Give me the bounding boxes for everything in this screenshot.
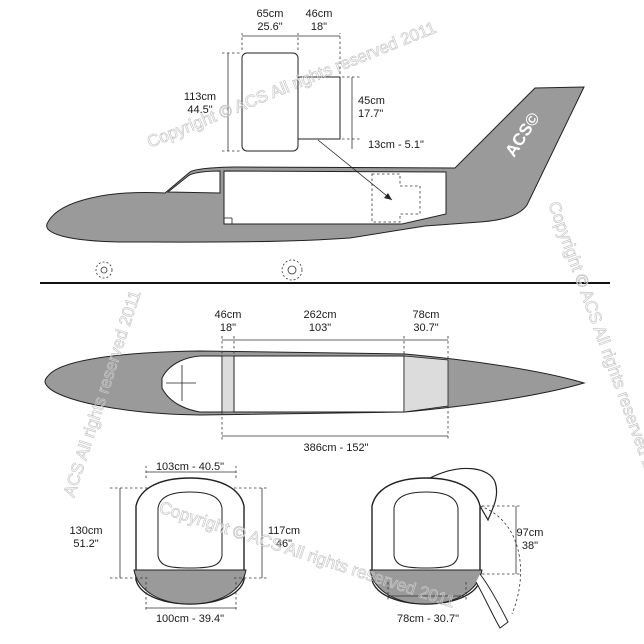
main-section-cm: 262cm — [303, 309, 336, 321]
front-outer-height-in: 51.2" — [73, 538, 98, 550]
rear-lower-door — [475, 573, 509, 629]
rear-cabin-opening — [393, 491, 459, 569]
cargo-placement-arrow — [317, 139, 393, 201]
top-cockpit-frame — [166, 365, 196, 401]
rear-upper-door — [429, 467, 498, 522]
front-top-width: 103cm - 40.5" — [156, 461, 224, 473]
top-main-cabin — [233, 355, 405, 413]
top-total-ext — [221, 406, 449, 440]
front-cabin-opening — [157, 491, 223, 569]
side-fuselage — [46, 86, 585, 243]
cargo-width-in: 25.6" — [257, 21, 282, 33]
side-cabin — [223, 170, 447, 225]
rear-section-in: 30.7" — [413, 322, 438, 334]
cargo-width-cm: 65cm — [257, 8, 284, 20]
front-section-in: 18" — [220, 322, 236, 334]
rear-bottom-ext — [387, 582, 467, 602]
front-bottom-ext — [145, 582, 237, 612]
top-rear-section — [403, 355, 449, 413]
nose-wheel — [95, 261, 113, 279]
side-windshield — [166, 170, 221, 194]
side-view: 65cm 25.6" 46cm 18" 113cm 44.5" 45cm 17.… — [40, 8, 610, 284]
rear-door-swing — [479, 505, 521, 615]
rear-floor-width: 78cm - 30.7" — [397, 613, 459, 625]
front-inner-height-cm: 117cm — [268, 525, 300, 537]
front-inner-height-in: 46" — [276, 538, 292, 550]
side-cargo-outline — [371, 173, 421, 223]
arrow-head — [384, 193, 392, 200]
front-left-ext — [110, 487, 150, 579]
top-dim-ext — [221, 336, 449, 360]
main-section-in: 103" — [309, 322, 331, 334]
front-section-view: 103cm - 40.5" 130cm 51.2" 117cm 46" 100c… — [69, 461, 300, 625]
front-floor-area — [133, 569, 247, 605]
total-length: 386cm - 152" — [303, 442, 368, 454]
front-floor-width: 100cm - 39.4" — [156, 613, 224, 625]
step-offset: 13cm - 5.1" — [368, 139, 424, 151]
top-front-section — [221, 355, 235, 413]
cargo-depth-cm: 46cm — [306, 8, 333, 20]
rear-section-cm: 78cm — [413, 309, 440, 321]
cargo-step-box — [297, 76, 341, 140]
dim-extension-lines — [241, 33, 341, 74]
rear-door-height-in: 38" — [522, 540, 538, 552]
top-view: 46cm 18" 262cm 103" 78cm 30.7" 386cm - 1… — [44, 309, 586, 454]
front-right-ext — [234, 487, 268, 579]
watermark-right: Copyright © ACS All rights reserved 2011 — [544, 199, 644, 497]
front-outer-height-cm: 130cm — [69, 525, 102, 537]
rear-section-view: 97cm 38" 78cm - 30.7" — [369, 467, 544, 629]
main-wheel — [281, 259, 303, 281]
front-section-cm: 46cm — [215, 309, 242, 321]
step-height-cm: 45cm — [358, 95, 385, 107]
rear-right-ext — [482, 505, 522, 575]
rear-door-height-cm: 97cm — [517, 527, 544, 539]
cargo-height-in: 44.5" — [187, 104, 212, 116]
dim-right-ext — [342, 76, 360, 140]
step-height-in: 17.7" — [358, 108, 383, 120]
dim-left-ext — [222, 52, 240, 152]
cargo-height-cm: 113cm — [184, 91, 216, 103]
cargo-depth-in: 18" — [311, 21, 327, 33]
